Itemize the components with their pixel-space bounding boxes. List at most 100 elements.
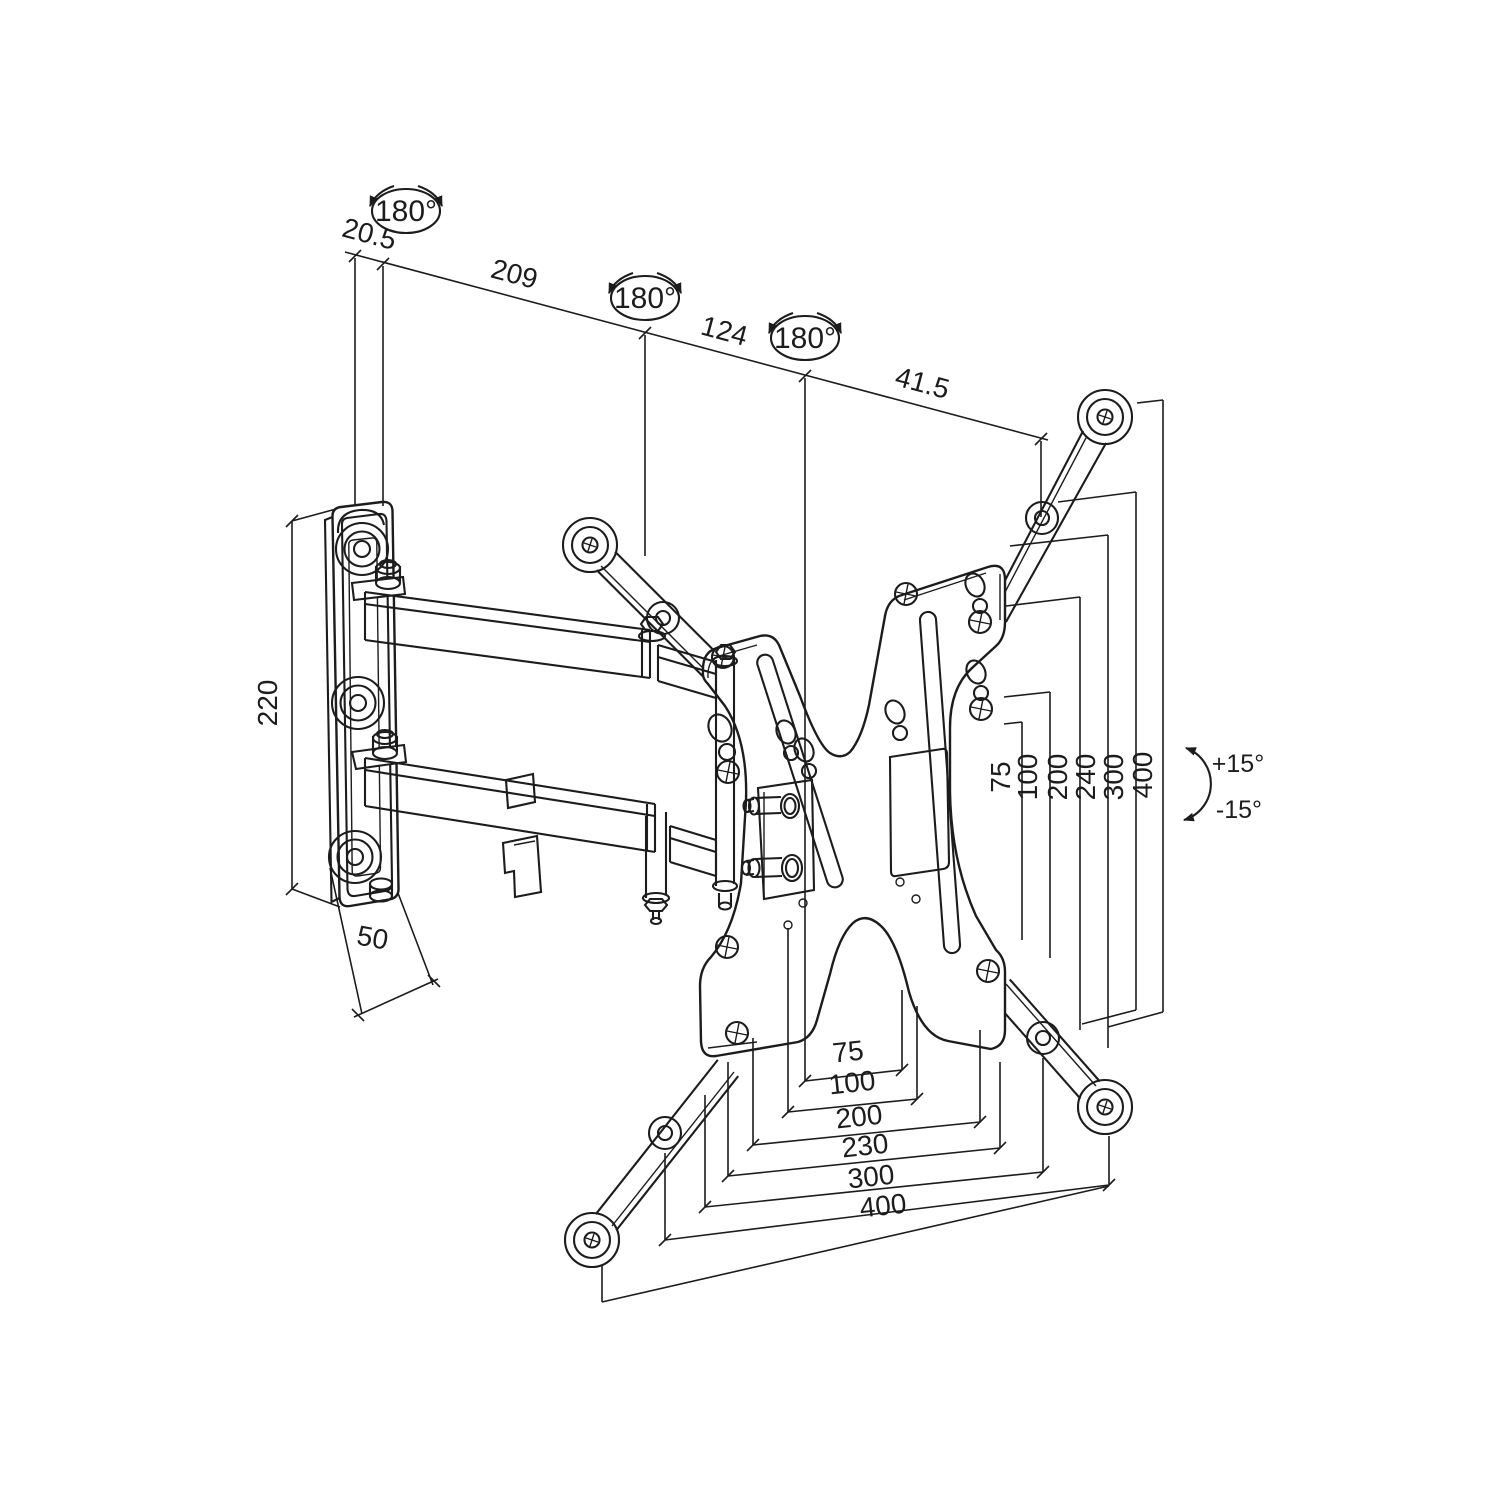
dim-100 (787, 928, 918, 1113)
hex-bolt-icon (740, 853, 804, 883)
swivel-indicator: 180° (608, 272, 682, 322)
rect-top-400 (1136, 399, 1164, 404)
dim-ticks (698, 1165, 1050, 1214)
phillips-screw-icon (967, 609, 993, 635)
dim-extensions (291, 508, 341, 908)
vesa-pivot-post (711, 643, 739, 911)
wall-plate-top-visor (336, 508, 386, 534)
dim-ticks (348, 249, 1048, 446)
elbow-joint-upper (637, 615, 718, 700)
articulating-arms (350, 558, 739, 926)
tilt-indicator: +15° -15° (1182, 747, 1264, 824)
plate-screws (710, 581, 1001, 1046)
phillips-screw-icon (968, 696, 994, 722)
mount-hole-boss (327, 829, 383, 885)
dim-label-v100: 100 (1012, 754, 1043, 801)
rect-top-240 (1009, 534, 1109, 547)
left-dimensions: 220 50 (252, 508, 441, 1022)
center-bolt-bracket (740, 778, 816, 901)
vesa-pattern-rectangles (601, 399, 1164, 1303)
dim-label-v240: 240 (1070, 754, 1101, 801)
slot-left (756, 653, 844, 889)
pivot-bolt-icon (371, 728, 399, 761)
dim-75 (804, 990, 903, 1082)
swivel-indicator: 180° (768, 312, 842, 362)
swivel-label: 180° (774, 322, 836, 355)
screw-cross-icon (583, 538, 597, 552)
pivot-bolt-icon (374, 558, 402, 591)
phillips-screw-icon (714, 934, 740, 960)
screw-cross-icon (585, 1233, 599, 1247)
dim-230 (727, 1062, 1001, 1177)
dim-label-plate-height: 220 (252, 680, 283, 727)
dim-label-v75: 75 (985, 761, 1016, 792)
swivel-label: 180° (614, 282, 676, 315)
vesa-plate (698, 564, 1007, 1058)
arm-upper (363, 590, 652, 680)
rect-bottom-300 (1081, 1009, 1137, 1025)
keyhole-icon (965, 659, 990, 702)
dim-ticks (781, 1092, 924, 1119)
screw-cross-icon (1098, 410, 1112, 424)
dim-label-v300: 300 (1098, 754, 1129, 801)
vesa-plate-outline (698, 564, 1007, 1058)
dim-ticks (798, 1063, 909, 1088)
dim-line-top (344, 251, 1049, 441)
dim-ticks (746, 1115, 987, 1152)
phillips-screw-icon (975, 958, 1001, 984)
screw-cross-icon (1098, 1100, 1112, 1114)
dim-label-v200: 200 (1042, 754, 1073, 801)
dim-label-strap-offset: 41.5 (892, 361, 953, 405)
dim-label-h230: 230 (840, 1128, 890, 1164)
swivel-label: 180° (375, 195, 437, 228)
dim-400 (664, 1136, 1110, 1241)
wall-plate-side-face (323, 516, 340, 904)
strap-upper-right (987, 388, 1134, 623)
plate-slots (756, 610, 962, 955)
strap-lower-left (563, 1059, 740, 1269)
dim-ticks (351, 974, 441, 1022)
plate-rect-cutout (888, 747, 951, 878)
tilt-down-label: -15° (1216, 796, 1262, 824)
plate-keyholes (707, 572, 990, 780)
rect-bottom-400-left (601, 1185, 1110, 1303)
rect-top-200 (1005, 596, 1081, 607)
rect-top-300 (1057, 491, 1137, 503)
dim-label-plate-depth: 50 (355, 920, 391, 956)
dim-label-h100: 100 (827, 1065, 877, 1101)
dim-label-h400: 400 (858, 1188, 908, 1224)
phillips-screw-icon (893, 581, 919, 607)
cable-clip (501, 772, 543, 899)
dim-label-link-length: 124 (698, 310, 751, 352)
pivot-bolt-icon (368, 877, 394, 903)
arm-lower (363, 756, 657, 854)
dim-ticks (721, 1141, 1007, 1183)
rect-bottom-400 (1107, 1011, 1164, 1028)
keyhole-icon (884, 699, 909, 742)
phillips-screw-icon (715, 759, 741, 785)
bottom-dimensions: 75 100 200 230 300 400 (658, 928, 1116, 1247)
keyhole-icon (964, 572, 989, 615)
keyhole-icon (793, 737, 818, 780)
keyhole-icon (775, 719, 800, 762)
rect-top-100 (1003, 691, 1051, 698)
right-dimension-labels: 75 100 200 240 300 400 (985, 752, 1158, 801)
dim-300 (704, 1058, 1044, 1208)
extension-straps (561, 388, 1134, 1269)
dim-label-h300: 300 (846, 1159, 896, 1195)
phillips-screw-icon (724, 1020, 750, 1046)
hex-bolt-icon (742, 792, 801, 820)
rect-top-75 (1003, 721, 1023, 725)
dim-label-h200: 200 (834, 1099, 884, 1135)
strap-lower-right (989, 978, 1134, 1136)
tilt-up-label: +15° (1212, 750, 1264, 778)
dim-ticks (658, 1178, 1116, 1247)
dim-extensions (329, 867, 434, 1015)
mount-hole-boss (330, 675, 386, 731)
dim-200 (752, 1030, 981, 1146)
dim-line-plate-depth (353, 978, 439, 1018)
dim-label-h75: 75 (831, 1035, 865, 1069)
tilt-arc-arrow-icon (1182, 747, 1212, 822)
